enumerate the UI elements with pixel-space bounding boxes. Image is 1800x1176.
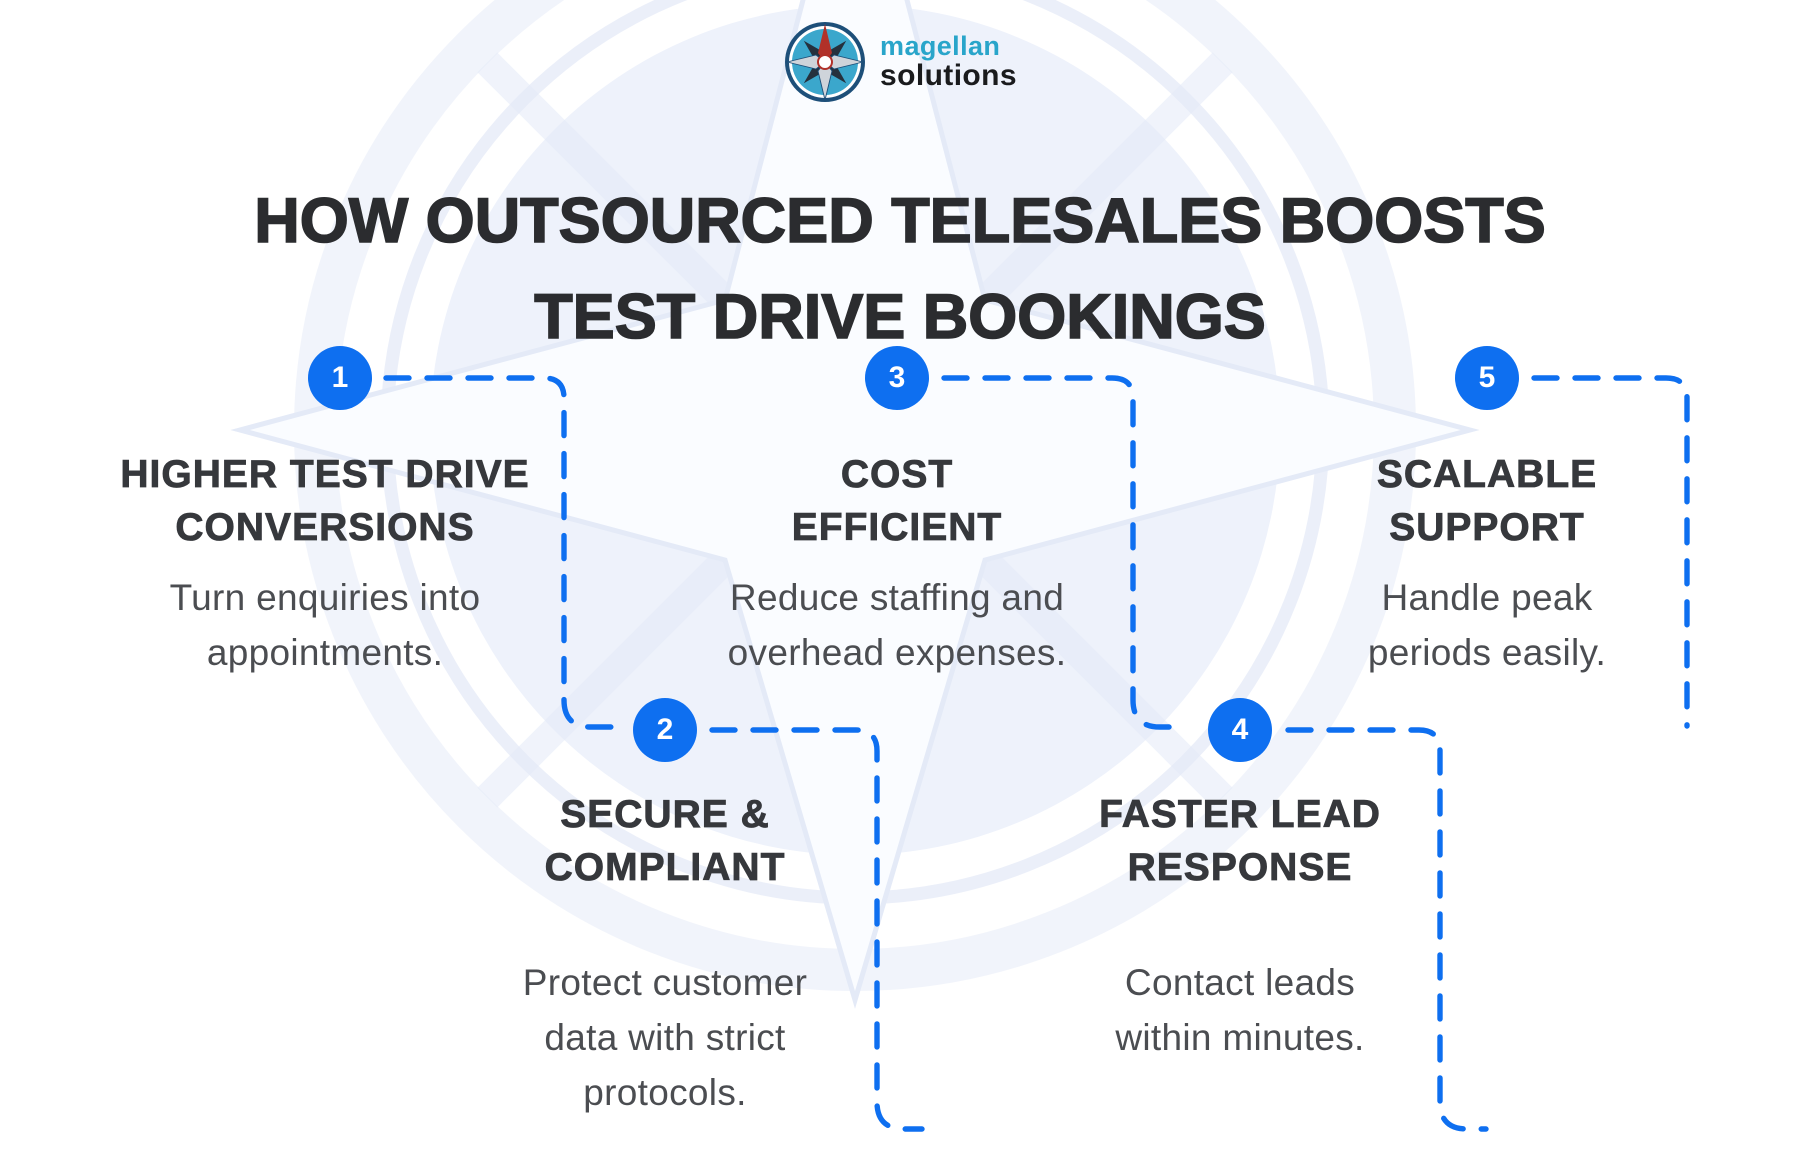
body-line: within minutes. bbox=[1115, 1017, 1365, 1058]
step-1-number: 1 bbox=[331, 361, 349, 394]
body-line: overhead expenses. bbox=[727, 632, 1067, 673]
logo-brand-line2: solutions bbox=[880, 59, 1017, 93]
body-line: periods easily. bbox=[1367, 632, 1607, 673]
step-1-description: Turn enquiries into appointments. bbox=[90, 570, 560, 680]
step-4-description: Contact leads within minutes. bbox=[1030, 955, 1450, 1065]
heading-line: HIGHER TEST DRIVE bbox=[120, 453, 530, 497]
step-4-heading: FASTER LEAD RESPONSE bbox=[1030, 788, 1450, 894]
body-line: Turn enquiries into bbox=[169, 577, 481, 618]
step-4: 4 FASTER LEAD RESPONSE Contact leads wit… bbox=[1030, 0, 1450, 1176]
step-2: 2 SECURE & COMPLIANT Protect customer da… bbox=[455, 0, 875, 1176]
step-3-number-badge: 3 bbox=[865, 346, 929, 410]
step-5-number: 5 bbox=[1478, 361, 1496, 394]
heading-line: EFFICIENT bbox=[791, 506, 1003, 550]
compass-logo-icon bbox=[785, 22, 866, 102]
step-3-description: Reduce staffing and overhead expenses. bbox=[687, 570, 1107, 680]
page-title-line1: HOW OUTSOURCED TELESALES BOOSTS bbox=[253, 185, 1546, 257]
step-1-number-badge: 1 bbox=[308, 346, 372, 410]
step-5: 5 SCALABLE SUPPORT Handle peak periods e… bbox=[1305, 0, 1669, 1176]
step-4-number-badge: 4 bbox=[1208, 698, 1272, 762]
page-title-line2: TEST DRIVE BOOKINGS bbox=[533, 281, 1266, 353]
step-5-heading: SCALABLE SUPPORT bbox=[1305, 448, 1669, 554]
step-3-number: 3 bbox=[888, 361, 906, 394]
step-2-description: Protect customer data with strict protoc… bbox=[455, 955, 875, 1120]
step-1: 1 HIGHER TEST DRIVE CONVERSIONS Turn enq… bbox=[90, 0, 560, 1176]
body-line: Protect customer bbox=[522, 962, 808, 1003]
step-5-number-badge: 5 bbox=[1455, 346, 1519, 410]
heading-line: COST bbox=[840, 453, 954, 497]
body-line: data with strict bbox=[544, 1017, 786, 1058]
step-3: 3 COST EFFICIENT Reduce staffing and ove… bbox=[687, 0, 1107, 1176]
logo: magellan solutions bbox=[0, 20, 1800, 104]
heading-line: SECURE & bbox=[560, 793, 770, 837]
step-2-heading: SECURE & COMPLIANT bbox=[455, 788, 875, 894]
page-title: HOW OUTSOURCED TELESALES BOOSTS TEST DRI… bbox=[0, 173, 1800, 365]
body-line: Contact leads bbox=[1124, 962, 1356, 1003]
body-line: Handle peak bbox=[1381, 577, 1593, 618]
body-line: protocols. bbox=[583, 1072, 747, 1113]
step-5-description: Handle peak periods easily. bbox=[1305, 570, 1669, 680]
heading-line: SCALABLE bbox=[1376, 453, 1598, 497]
heading-line: FASTER LEAD bbox=[1099, 793, 1381, 837]
heading-line: COMPLIANT bbox=[544, 846, 786, 890]
body-line: appointments. bbox=[206, 632, 444, 673]
logo-wordmark: magellan solutions bbox=[880, 32, 1017, 91]
logo-brand-line1: magellan bbox=[880, 31, 1001, 62]
body-line: Reduce staffing and bbox=[729, 577, 1065, 618]
step-1-heading: HIGHER TEST DRIVE CONVERSIONS bbox=[90, 448, 560, 554]
step-3-heading: COST EFFICIENT bbox=[687, 448, 1107, 554]
heading-line: CONVERSIONS bbox=[175, 506, 475, 550]
heading-line: RESPONSE bbox=[1127, 846, 1353, 890]
heading-line: SUPPORT bbox=[1389, 506, 1585, 550]
step-2-number-badge: 2 bbox=[633, 698, 697, 762]
step-4-number: 4 bbox=[1231, 713, 1249, 746]
step-2-number: 2 bbox=[656, 713, 674, 746]
